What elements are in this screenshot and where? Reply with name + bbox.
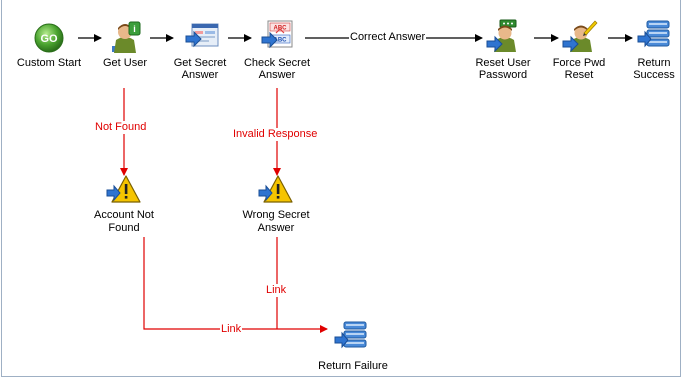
user-password-icon <box>486 19 517 53</box>
node-label: Account Not <box>94 209 154 221</box>
node-label: Custom Start <box>16 57 82 69</box>
svg-text:i: i <box>133 24 136 34</box>
node-label-line2: Answer <box>257 222 295 234</box>
node-label-line2: Success <box>633 69 675 81</box>
node-label: Return <box>637 57 671 69</box>
user-info-icon: i <box>112 21 141 53</box>
go-icon: GO <box>34 23 64 53</box>
node-label: Reset User <box>475 57 531 69</box>
edge-link-accountnotfound-to-failure[interactable] <box>143 237 328 333</box>
edge-label-correct-answer: Correct Answer <box>349 31 427 44</box>
edge-label-link-horizontal: Link <box>220 323 243 336</box>
node-label-line2: Reset <box>564 69 594 81</box>
user-edit-icon <box>562 20 598 53</box>
node-label: Return Failure <box>318 360 388 372</box>
node-label: Wrong Secret <box>242 209 310 221</box>
return-list-icon <box>334 321 367 349</box>
node-label: Get User <box>102 57 147 69</box>
node-label: Check Secret <box>243 57 311 69</box>
abc-check-icon: ABC ABC <box>261 20 293 49</box>
node-label: Get Secret <box>173 57 227 69</box>
warning-icon <box>258 175 293 203</box>
node-label-line2: Password <box>478 69 528 81</box>
edge-label-invalid-response: Invalid Response <box>232 128 319 141</box>
node-label-line2: Found <box>108 222 140 234</box>
node-label: Force Pwd <box>552 57 606 69</box>
warning-icon <box>106 175 141 203</box>
node-label-line2: Answer <box>181 69 219 81</box>
node-label-line2: Answer <box>258 69 296 81</box>
edge-label-not-found: Not Found <box>94 121 148 134</box>
svg-text:ABC: ABC <box>274 38 288 44</box>
return-list-icon <box>637 20 670 48</box>
form-blue-icon <box>185 23 219 48</box>
edge-label-link-vertical: Link <box>265 284 288 297</box>
svg-text:GO: GO <box>40 33 58 45</box>
